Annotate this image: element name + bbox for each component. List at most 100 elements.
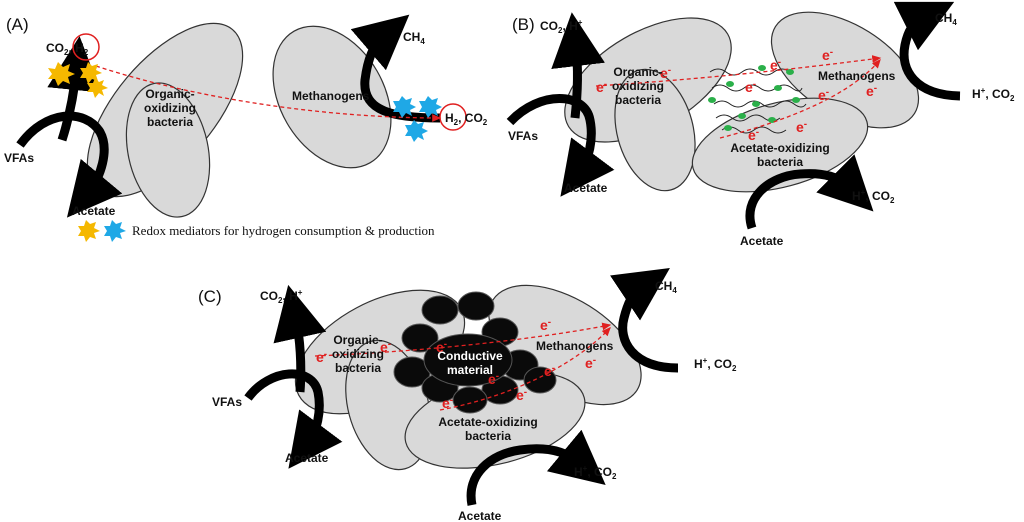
mediator-blue-icon <box>393 96 442 142</box>
panel-b-h-co2-label: H+, CO2 <box>972 86 1015 103</box>
panel-a-methanogens-label: Methanogens <box>292 89 370 103</box>
conductive-particle <box>452 386 488 414</box>
panel-a-vfa-acetate-arrow <box>16 111 123 218</box>
panel-b-methanogens-label: Methanogens <box>818 69 896 83</box>
electron-label: e- <box>488 371 499 387</box>
panel-c-label: (C) <box>198 287 222 306</box>
panel-c-acetate-label-2: Acetate <box>458 509 502 522</box>
electron-label: e- <box>818 87 829 103</box>
nanowire <box>709 68 791 76</box>
panel-a-h2-co2-label: H2, CO2 <box>445 111 488 127</box>
panel-c-electron-flow-2 <box>439 327 611 411</box>
electron-label: e- <box>796 119 807 135</box>
electron-label: e- <box>748 127 759 143</box>
panel-b-electron-flow-2 <box>719 59 881 139</box>
panel-a: (A) CO2, H2 Organic- oxidizing bacteria … <box>4 14 488 242</box>
electron-label: e- <box>442 395 453 411</box>
nanowire <box>721 126 787 134</box>
panel-a-oob-line3: bacteria <box>147 115 193 129</box>
electron-label: e- <box>745 79 756 95</box>
electron-label: e- <box>516 387 527 403</box>
panel-a-ch4-arrow <box>350 14 441 123</box>
panel-c-electrons: e- e- e- e- e- e- e- e- e- <box>316 317 596 411</box>
panel-c-conductive-line2: material <box>447 363 493 377</box>
electron-label: e- <box>596 79 607 95</box>
panel-c-aob-line2: bacteria <box>465 429 511 443</box>
panel-a-h2-highlight-left <box>72 33 100 61</box>
pili-nodes <box>708 65 800 131</box>
panel-c-co2-arrow <box>273 284 327 393</box>
panel-b-aob-line1: Acetate-oxidizing <box>730 141 829 155</box>
electron-label: e- <box>436 339 447 355</box>
panel-a-acetate-label: Acetate <box>72 204 116 218</box>
panel-b-ch4-arrow <box>893 1 961 101</box>
panel-c-vfas-label: VFAs <box>212 395 242 409</box>
electron-label: e- <box>380 339 391 355</box>
panel-b-co2-h-label: CO2, H+ <box>540 18 583 35</box>
panel-b-organic-cell-2 <box>614 68 696 192</box>
panel-c: (C) e- e- e- e <box>198 268 737 522</box>
panel-c-h-co2-label: H+, CO2 <box>694 356 737 373</box>
conductive-particle <box>457 291 495 321</box>
panel-a-ch4-label: CH4 <box>403 30 425 46</box>
electron-label: e- <box>866 83 877 99</box>
panel-b-aob-line2: bacteria <box>757 155 803 169</box>
panel-c-oob-line2: oxidizing <box>332 347 384 361</box>
electron-label: e- <box>316 349 327 365</box>
panel-b-oob-line3: bacteria <box>615 93 661 107</box>
panel-b: (B) <box>506 1 1015 248</box>
panel-b-h-co2-label-2: H+, CO2 <box>852 188 895 205</box>
electron-label: e- <box>585 355 596 371</box>
panel-c-oob-line1: Organic- <box>333 333 382 347</box>
panel-a-oob-line2: oxidizing <box>144 101 196 115</box>
panel-a-co2-arrow <box>47 36 102 142</box>
legend-yellow-mediator-icon <box>78 220 100 242</box>
panel-c-electron-flow-1 <box>314 322 612 357</box>
electron-label: e- <box>544 363 555 379</box>
nanowire <box>711 84 803 92</box>
panel-a-hydrogen-flow <box>95 65 442 122</box>
panel-a-legend: Redox mediators for hydrogen consumption… <box>78 220 435 242</box>
nanowire <box>713 100 807 108</box>
panel-b-ch4-label: CH4 <box>935 11 957 27</box>
panel-b-electron-flow-1 <box>595 55 882 87</box>
panel-b-acetate-label-2: Acetate <box>740 234 784 248</box>
panel-c-ch4-arrow <box>610 268 679 373</box>
conductive-particle <box>421 295 459 325</box>
electron-label: e- <box>660 65 671 81</box>
panel-b-acetate-co2-arrow <box>745 154 874 230</box>
panel-b-nanowires <box>708 65 807 134</box>
panel-b-electrons: e- e- e- e- e- e- e- e- e- <box>596 47 877 143</box>
panel-b-co2-arrow <box>551 12 605 119</box>
panel-b-acetate-label: Acetate <box>564 181 608 195</box>
panel-b-vfas-label: VFAs <box>508 129 538 143</box>
panel-b-vfa-acetate-arrow <box>506 94 615 197</box>
panel-c-aob-line1: Acetate-oxidizing <box>438 415 537 429</box>
panel-c-oob-line3: bacteria <box>335 361 381 375</box>
panel-a-oob-line1: Organic- <box>145 87 194 101</box>
panel-a-label: (A) <box>6 15 29 34</box>
panel-c-ch4-label: CH4 <box>655 279 677 295</box>
panel-c-acetate-label: Acetate <box>285 451 329 465</box>
panel-c-acetate-co2-arrow <box>466 429 606 506</box>
panel-a-organic-cell-2 <box>125 82 211 218</box>
panel-c-co2-h-label: CO2, H+ <box>260 288 303 305</box>
mediator-yellow-icon <box>48 62 108 98</box>
conductive-particle <box>401 323 439 353</box>
panel-b-oob-line1: Organic- <box>613 65 662 79</box>
panel-c-vfa-acetate-arrow <box>244 369 343 469</box>
panel-b-oob-line2: oxidizing <box>612 79 664 93</box>
legend-blue-mediator-icon <box>104 220 126 242</box>
panel-c-h-co2-label-2: H+, CO2 <box>574 464 617 481</box>
panel-c-methanogens-label: Methanogens <box>536 339 614 353</box>
panel-c-conductive-line1: Conductive <box>437 349 503 363</box>
electron-label: e- <box>822 47 833 63</box>
panel-a-legend-text: Redox mediators for hydrogen consumption… <box>132 223 435 238</box>
conductive-particle-center <box>423 333 513 387</box>
electron-label: e- <box>770 57 781 73</box>
electron-label: e- <box>540 317 551 333</box>
panel-b-label: (B) <box>512 15 535 34</box>
panel-a-co2-h2-label: CO2, H2 <box>46 41 89 57</box>
panel-c-conductive-particles <box>393 291 557 414</box>
